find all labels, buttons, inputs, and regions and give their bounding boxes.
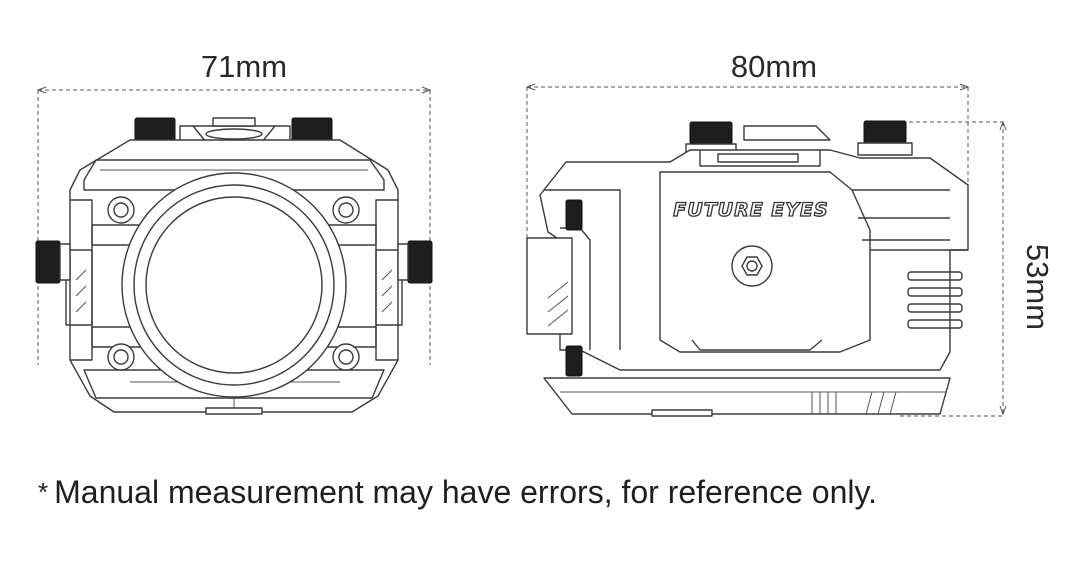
side-height-dimension: 53mm [900, 122, 1055, 417]
side-vent-slots [907, 271, 963, 329]
side-top-left-knob [685, 121, 737, 155]
front-screw-bottom-right [332, 343, 360, 371]
front-lens-port [121, 172, 347, 398]
front-screw-bottom-left [107, 343, 135, 371]
front-width-label: 71mm [201, 49, 287, 84]
side-height-label: 53mm [1020, 244, 1055, 330]
front-left-side-knob [35, 240, 71, 284]
side-top-right-knob [857, 120, 913, 156]
disclaimer-asterisk: * [38, 477, 49, 507]
side-view-housing: FUTURE EYES [526, 120, 969, 417]
disclaimer-text: Manual measurement may have errors, for … [54, 474, 877, 510]
side-rear-upper-knob [565, 199, 583, 231]
brand-logo-text: FUTURE EYES [673, 199, 828, 221]
front-view-housing [35, 117, 433, 415]
disclaimer-note: *Manual measurement may have errors, for… [38, 474, 877, 511]
side-width-label: 80mm [731, 49, 817, 84]
front-screw-top-left [107, 196, 135, 224]
front-right-side-knob [397, 240, 433, 284]
front-screw-top-right [332, 196, 360, 224]
side-center-screw [731, 245, 773, 287]
front-width-dimension: 71mm [38, 49, 430, 365]
side-rear-lower-knob [565, 345, 583, 377]
